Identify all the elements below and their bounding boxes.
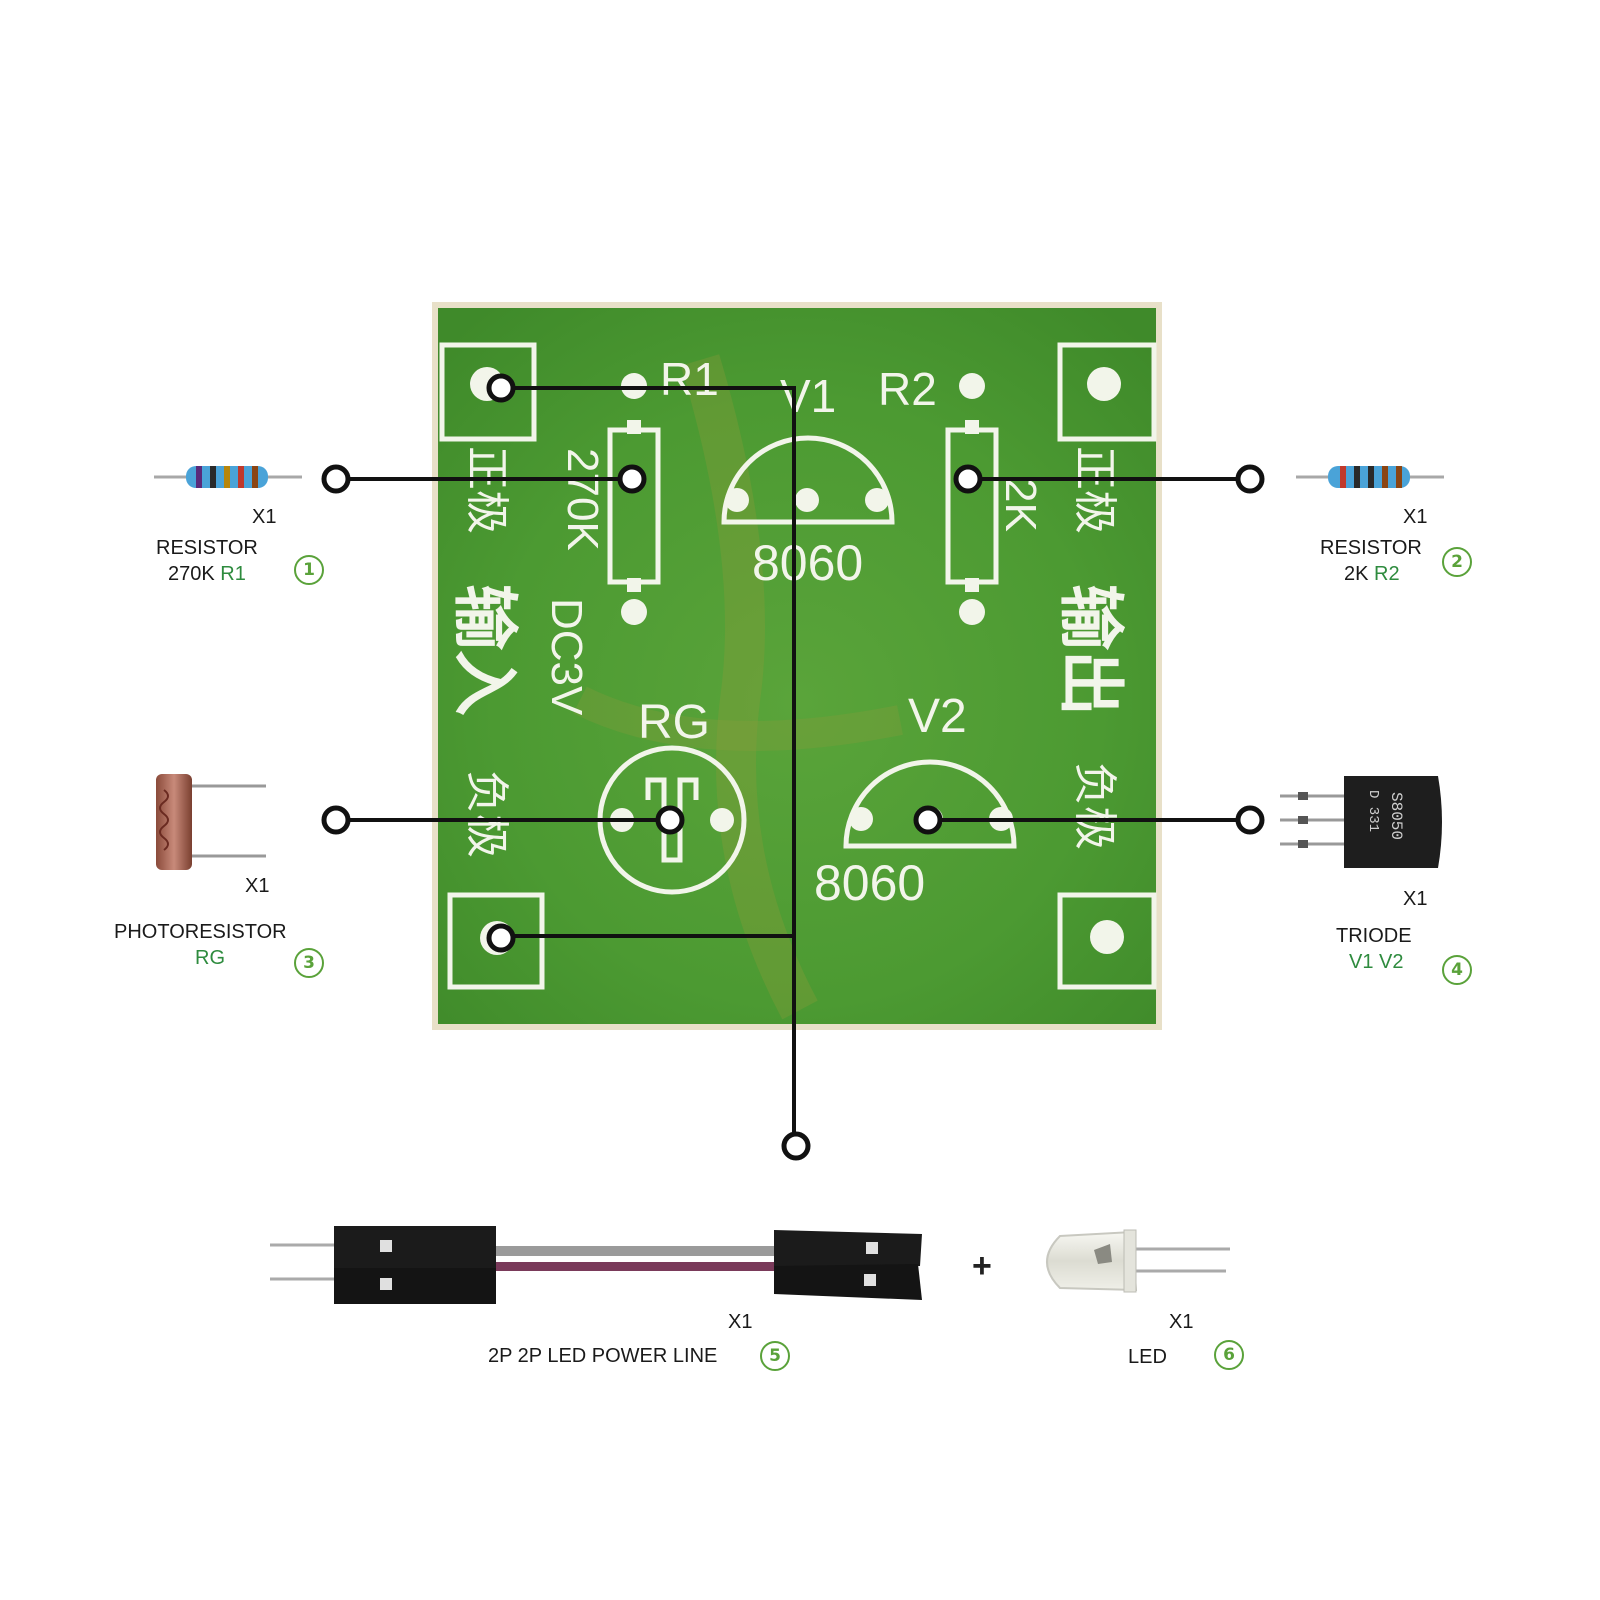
silk-pos-right: 正极	[1069, 446, 1120, 534]
qty-led: X1	[1169, 1311, 1194, 1333]
qty-photoresistor: X1	[245, 875, 270, 897]
badge-5: 5	[760, 1341, 790, 1371]
connector-dots	[321, 373, 1265, 1161]
badge-1: 1	[294, 555, 324, 585]
triode-image: S8050 D 331	[1280, 776, 1442, 868]
pad-frame-bl	[447, 892, 545, 990]
r2-hole-top	[959, 373, 985, 399]
value-resistor-270k: 270K	[168, 563, 215, 585]
resistor-270k-image	[154, 466, 302, 488]
silk-neg-left: 负极	[461, 770, 512, 858]
ref-triode: V1 V2	[1349, 951, 1404, 973]
r2-hole-bottom	[959, 599, 985, 625]
resistor-2k-image	[1296, 466, 1444, 488]
silk-r2: R2	[878, 363, 937, 415]
rg-serpentine	[645, 777, 699, 863]
qty-power-line: X1	[728, 1311, 753, 1333]
silk-dc3v: DC3V	[542, 598, 591, 716]
silk-r2-value: 2K	[996, 478, 1045, 532]
pad-frame-br	[1057, 892, 1157, 990]
plus-sign: +	[972, 1247, 992, 1285]
v1-outline	[721, 435, 895, 525]
triode-marking: S8050	[1387, 792, 1405, 840]
power-top-line	[501, 386, 796, 1132]
name-triode: TRIODE	[1336, 925, 1412, 947]
qty-triode: X1	[1403, 888, 1428, 910]
name-led: LED	[1128, 1346, 1167, 1368]
silk-v1: V1	[780, 370, 836, 422]
silk-v1-part: 8060	[752, 535, 863, 591]
value-line-resistor-270k: 270K R1	[168, 564, 246, 584]
badge-4: 4	[1442, 955, 1472, 985]
name-photoresistor: PHOTORESISTOR	[114, 921, 287, 943]
ref-resistor-270k: R1	[220, 563, 246, 585]
led-image	[1046, 1229, 1230, 1293]
pcb-surface	[438, 308, 1156, 1024]
badge-2: 2	[1442, 547, 1472, 577]
qty-resistor-2k: X1	[1403, 506, 1428, 528]
pad-frame-tl	[439, 342, 537, 442]
corner-pads	[439, 342, 1157, 990]
connector-lines	[346, 386, 1238, 1132]
badge-6: 6	[1214, 1340, 1244, 1370]
ref-resistor-2k: R2	[1374, 563, 1400, 585]
pad-frame-tr	[1057, 342, 1157, 442]
silk-input: 输入	[446, 584, 523, 716]
r1-hole-bottom	[621, 599, 647, 625]
qty-resistor-270k: X1	[252, 506, 277, 528]
silk-r1-value: 270K	[558, 448, 607, 551]
silk-rg: RG	[638, 696, 710, 749]
copper-trace	[573, 686, 903, 751]
badge-3: 3	[294, 948, 324, 978]
ref-photoresistor: RG	[195, 947, 225, 969]
value-resistor-2k: 2K	[1344, 563, 1369, 585]
pcb-board: R1 V1 R2 8060 8060 RG V2 270K 2K DC3V 正极…	[432, 302, 1162, 1030]
silk-pos-left: 正极	[461, 446, 512, 534]
silk-r1: R1	[660, 353, 719, 405]
photoresistor-image	[156, 774, 266, 870]
copper-trace	[680, 354, 818, 1020]
name-power-line: 2P 2P LED POWER LINE	[488, 1345, 718, 1367]
name-resistor-2k: RESISTOR	[1320, 537, 1422, 559]
value-line-resistor-2k: 2K R2	[1344, 564, 1400, 584]
power-line-image	[270, 1226, 922, 1304]
name-resistor-270k: RESISTOR	[156, 537, 258, 559]
silk-v2: V2	[908, 690, 967, 743]
silkscreen: R1 V1 R2 8060 8060 RG V2 270K 2K DC3V 正极…	[446, 353, 1129, 911]
silk-output: 输出	[1052, 584, 1129, 716]
svg-text:D 331: D 331	[1365, 790, 1381, 832]
silk-v2-part: 8060	[814, 855, 925, 911]
silk-neg-right: 负极	[1069, 762, 1120, 850]
